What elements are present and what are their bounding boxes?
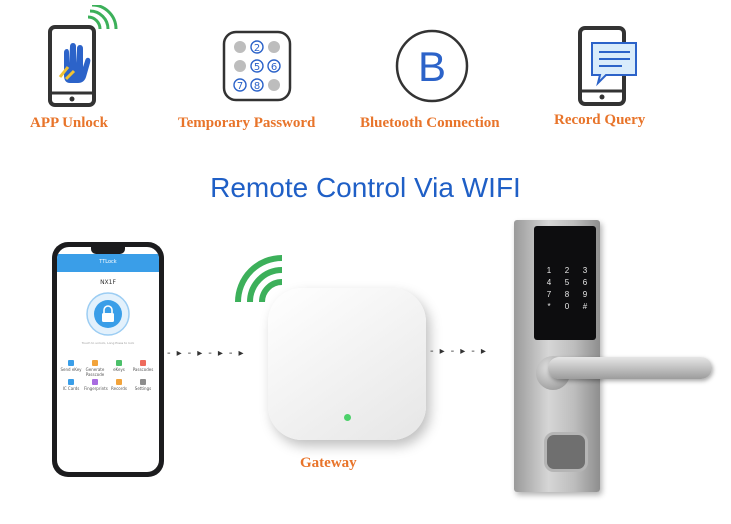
page-title: Remote Control Via WIFI	[210, 172, 521, 203]
gateway-status-led	[344, 414, 351, 421]
smartphone: TTLock NX1F Touch to unlock, Long Press …	[52, 242, 164, 477]
bluetooth-icon: B	[395, 29, 469, 103]
keypad-digit: 5	[254, 62, 260, 73]
feature-label-app-unlock: APP Unlock	[30, 115, 108, 131]
keypad-digit: 6	[271, 62, 277, 73]
lock-key[interactable]: 2	[564, 266, 570, 275]
unlock-hint: Touch to unlock, Long Press to lock	[81, 341, 135, 345]
lock-key[interactable]: 4	[546, 278, 552, 287]
phone-screen: TTLock NX1F Touch to unlock, Long Press …	[57, 247, 159, 472]
menu-item-generate-passcode[interactable]: Generate Passcode	[84, 360, 106, 377]
arrow-phone-to-gateway: -▸-▸-▸-▸	[167, 348, 250, 359]
lock-key[interactable]: 0	[564, 302, 570, 311]
lock-key[interactable]: *	[547, 302, 551, 311]
door-lock-panel: 1 2 3 4 5 6 7 8 9 * 0 #	[514, 220, 600, 492]
app-name: TTLock	[99, 259, 117, 265]
menu-item-records[interactable]: Records	[108, 379, 130, 391]
gateway-label: Gateway	[300, 455, 357, 471]
wifi-signal-icon	[235, 255, 283, 303]
feature-label-record-query: Record Query	[554, 112, 646, 128]
phone-message-icon	[578, 26, 637, 106]
lock-lever-handle[interactable]	[548, 357, 712, 379]
lock-key[interactable]: #	[582, 302, 588, 311]
menu-item-passcodes[interactable]: Passcodes	[132, 360, 154, 372]
lock-key[interactable]: 6	[582, 278, 588, 287]
lock-name: NX1F	[100, 279, 116, 286]
menu-item-fingerprints[interactable]: Fingerprints	[84, 379, 108, 391]
arrow-gateway-to-lock: -▸-▸-▸	[430, 346, 492, 357]
lock-key[interactable]: 9	[582, 290, 588, 299]
unlock-button-icon[interactable]	[85, 291, 131, 337]
lock-key[interactable]: 3	[582, 266, 588, 275]
lock-key[interactable]: 1	[546, 266, 552, 275]
phone-hand-wifi-icon	[48, 5, 118, 107]
lock-key-cover	[544, 432, 588, 472]
menu-item-ekeys[interactable]: eKeys	[108, 360, 130, 372]
app-header: TTLock	[57, 254, 159, 272]
feature-label-temporary-password: Temporary Password	[178, 115, 316, 131]
menu-item-settings[interactable]: Settings	[132, 379, 154, 391]
lock-key[interactable]: 8	[564, 290, 570, 299]
phone-notch	[91, 247, 125, 254]
menu-item-ic-cards[interactable]: IC Cards	[60, 379, 82, 391]
feature-label-bluetooth-connection: Bluetooth Connection	[360, 115, 500, 131]
lock-keypad-screen: 1 2 3 4 5 6 7 8 9 * 0 #	[534, 226, 596, 340]
keypad-digit: 2	[254, 43, 260, 54]
gateway-device	[268, 288, 426, 440]
keypad-digit: 8	[254, 81, 260, 92]
lock-key[interactable]: 7	[546, 290, 552, 299]
keypad-icon: 2 5 6 7 8	[222, 30, 292, 102]
keypad-digit: 7	[237, 81, 243, 92]
lock-key[interactable]: 5	[564, 278, 570, 287]
lock-keypad: 1 2 3 4 5 6 7 8 9 * 0 #	[542, 266, 598, 311]
menu-item-send-ekey[interactable]: Send eKey	[60, 360, 82, 372]
bluetooth-glyph: B	[418, 43, 446, 90]
